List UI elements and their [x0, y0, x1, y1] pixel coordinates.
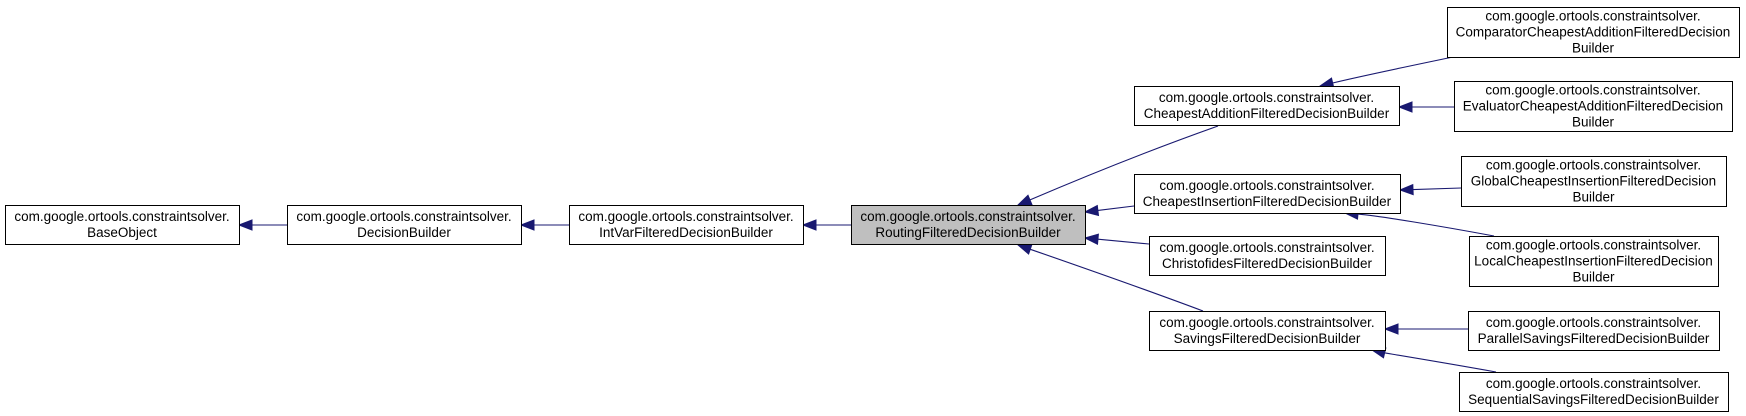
class-box	[1447, 7, 1740, 58]
class-package-label: com.google.ortools.constraintsolver.	[1159, 90, 1374, 105]
class-package-label: com.google.ortools.constraintsolver.	[1159, 315, 1374, 330]
class-box	[1459, 372, 1729, 412]
arrowhead-icon	[519, 219, 535, 231]
arrowhead-icon	[1016, 194, 1033, 206]
class-name-label: CheapestAdditionFilteredDecisionBuilder	[1144, 106, 1390, 121]
arrowhead-icon	[1397, 101, 1413, 113]
class-name-label: CheapestInsertionFilteredDecisionBuilder	[1143, 194, 1392, 209]
class-node-sequential-savings[interactable]: com.google.ortools.constraintsolver.Sequ…	[1459, 372, 1729, 412]
class-package-label: com.google.ortools.constraintsolver.	[860, 209, 1075, 224]
class-name-label: Builder	[1572, 190, 1615, 205]
class-package-label: com.google.ortools.constraintsolver.	[1485, 83, 1700, 98]
inheritance-edge-cheapest-insertion-to-routing-filtered	[1083, 204, 1135, 217]
inheritance-edge-sequential-savings-to-savings	[1370, 347, 1497, 373]
class-package-label: com.google.ortools.constraintsolver.	[1486, 315, 1701, 330]
class-name-label: RoutingFilteredDecisionBuilder	[875, 225, 1061, 240]
edge-line	[1097, 205, 1135, 211]
class-node-savings[interactable]: com.google.ortools.constraintsolver.Savi…	[1149, 311, 1386, 351]
class-node-cheapest-addition[interactable]: com.google.ortools.constraintsolver.Chea…	[1134, 86, 1400, 126]
class-name-label: ParallelSavingsFilteredDecisionBuilder	[1478, 331, 1710, 346]
arrowhead-icon	[237, 219, 253, 231]
class-box	[1134, 174, 1401, 214]
class-box	[1469, 236, 1719, 287]
class-name-label: LocalCheapestInsertionFilteredDecision	[1474, 254, 1713, 269]
class-package-label: com.google.ortools.constraintsolver.	[1486, 158, 1701, 173]
class-name-label: BaseObject	[87, 225, 157, 240]
class-node-parallel-savings[interactable]: com.google.ortools.constraintsolver.Para…	[1468, 311, 1720, 351]
class-name-label: Builder	[1572, 41, 1615, 56]
class-name-label: EvaluatorCheapestAdditionFilteredDecisio…	[1463, 99, 1723, 114]
inheritance-edge-savings-to-routing-filtered	[1016, 243, 1204, 312]
class-package-label: com.google.ortools.constraintsolver.	[1486, 376, 1701, 391]
inheritance-edge-comparator-cheapest-addition-to-cheapest-addition	[1318, 56, 1454, 89]
class-node-base-object[interactable]: com.google.ortools.constraintsolver.Base…	[5, 205, 240, 245]
class-package-label: com.google.ortools.constraintsolver.	[1486, 238, 1701, 253]
class-package-label: com.google.ortools.constraintsolver.	[1159, 240, 1374, 255]
class-node-routing-filtered[interactable]: com.google.ortools.constraintsolver.Rout…	[851, 205, 1086, 245]
arrowhead-icon	[1083, 204, 1100, 217]
arrowhead-icon	[1083, 233, 1099, 245]
class-node-decision-builder[interactable]: com.google.ortools.constraintsolver.Deci…	[287, 205, 522, 245]
edge-line	[1030, 248, 1204, 312]
class-name-label: ComparatorCheapestAdditionFilteredDecisi…	[1456, 25, 1731, 40]
focus-class-box	[851, 205, 1086, 245]
class-name-label: Builder	[1572, 115, 1615, 130]
class-node-evaluator-cheapest-addition[interactable]: com.google.ortools.constraintsolver.Eval…	[1454, 81, 1733, 132]
class-package-label: com.google.ortools.constraintsolver.	[14, 209, 229, 224]
edge-line	[1332, 56, 1454, 84]
class-name-label: SavingsFilteredDecisionBuilder	[1174, 331, 1361, 346]
edge-line	[1412, 187, 1462, 191]
inheritance-edge-parallel-savings-to-savings	[1383, 323, 1468, 335]
arrowhead-icon	[1383, 323, 1399, 335]
class-package-label: com.google.ortools.constraintsolver.	[1485, 9, 1700, 24]
class-package-label: com.google.ortools.constraintsolver.	[296, 209, 511, 224]
class-node-comparator-cheapest-addition[interactable]: com.google.ortools.constraintsolver.Comp…	[1447, 7, 1740, 58]
inheritance-edge-christofides-to-routing-filtered	[1083, 233, 1150, 245]
class-box	[1454, 81, 1733, 132]
class-node-christofides[interactable]: com.google.ortools.constraintsolver.Chri…	[1149, 236, 1386, 276]
class-node-cheapest-insertion[interactable]: com.google.ortools.constraintsolver.Chea…	[1134, 174, 1401, 214]
class-box	[569, 205, 804, 245]
nodes-layer: com.google.ortools.constraintsolver.Base…	[5, 7, 1740, 412]
class-package-label: com.google.ortools.constraintsolver.	[578, 209, 793, 224]
class-box	[1149, 236, 1386, 276]
inheritance-edge-int-var-filtered-to-decision-builder	[519, 219, 569, 231]
class-box	[1461, 156, 1727, 207]
class-box	[1134, 86, 1400, 126]
class-name-label: SequentialSavingsFilteredDecisionBuilder	[1468, 392, 1719, 407]
edge-line	[1097, 238, 1150, 245]
class-name-label: IntVarFilteredDecisionBuilder	[599, 225, 773, 240]
inheritance-edge-cheapest-addition-to-routing-filtered	[1016, 125, 1219, 206]
class-box	[287, 205, 522, 245]
edge-line	[1029, 125, 1219, 201]
inheritance-edge-global-cheapest-insertion-to-cheapest-insertion	[1398, 183, 1462, 196]
class-name-label: DecisionBuilder	[357, 225, 451, 240]
class-name-label: Builder	[1572, 270, 1615, 285]
class-box	[1149, 311, 1386, 351]
class-name-label: GlobalCheapestInsertionFilteredDecision	[1471, 174, 1716, 189]
arrowhead-icon	[1398, 183, 1414, 196]
class-name-label: ChristofidesFilteredDecisionBuilder	[1162, 256, 1373, 271]
class-node-int-var-filtered[interactable]: com.google.ortools.constraintsolver.IntV…	[569, 205, 804, 245]
edge-line	[1384, 352, 1497, 373]
class-package-label: com.google.ortools.constraintsolver.	[1159, 178, 1374, 193]
class-box	[1468, 311, 1720, 351]
arrowhead-icon	[801, 219, 817, 231]
edge-line	[1357, 213, 1495, 237]
inheritance-edge-evaluator-cheapest-addition-to-cheapest-addition	[1397, 101, 1454, 113]
inheritance-edge-routing-filtered-to-int-var-filtered	[801, 219, 851, 231]
arrowhead-icon	[1016, 243, 1033, 255]
class-box	[5, 205, 240, 245]
class-node-local-cheapest-insertion[interactable]: com.google.ortools.constraintsolver.Loca…	[1469, 236, 1719, 287]
class-node-global-cheapest-insertion[interactable]: com.google.ortools.constraintsolver.Glob…	[1461, 156, 1727, 207]
inheritance-edge-decision-builder-to-base-object	[237, 219, 287, 231]
